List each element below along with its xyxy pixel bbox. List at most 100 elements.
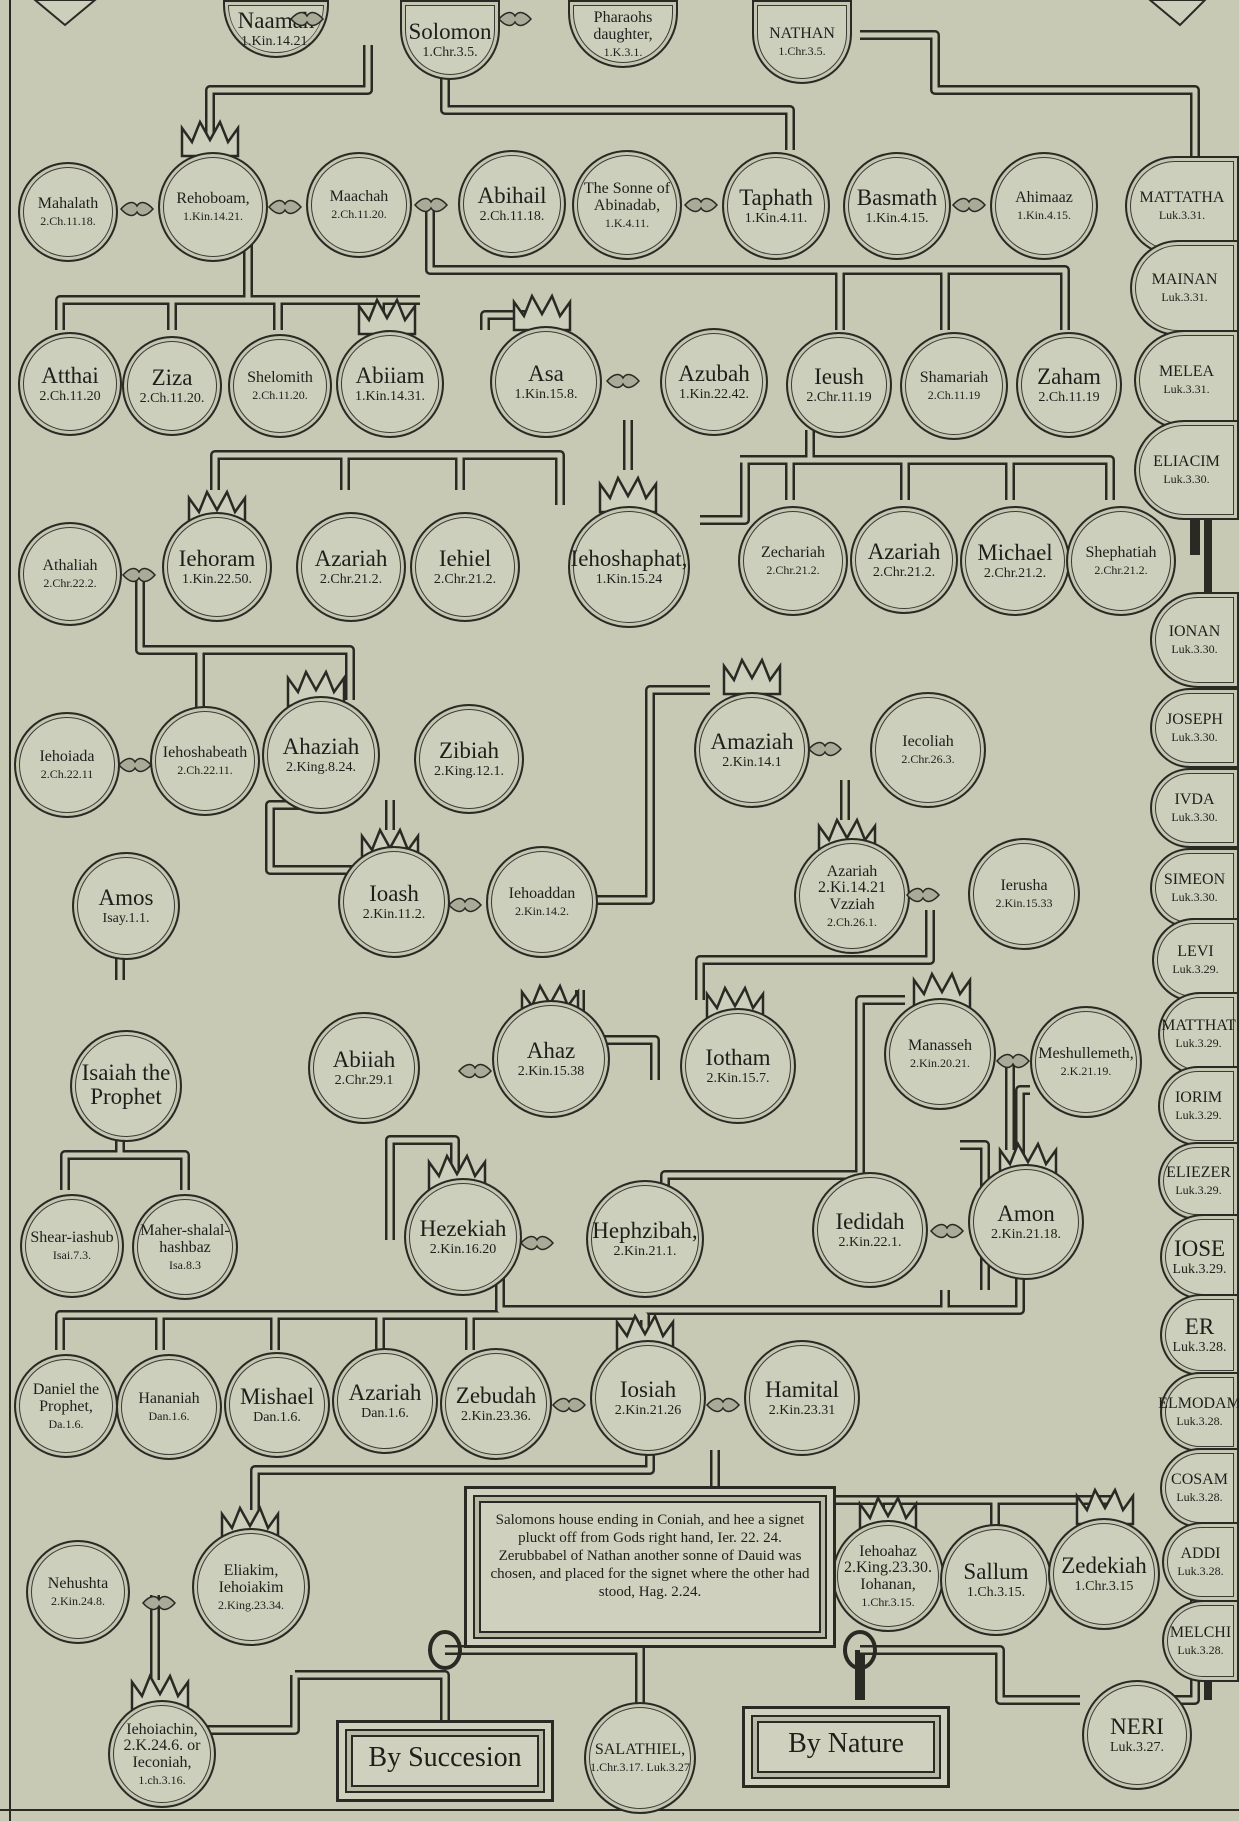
person-name: Azariah <box>867 538 941 564</box>
person-name: Ioash <box>369 880 419 906</box>
person-name: Isaiah the Prophet <box>81 1059 171 1109</box>
handshake-icon <box>684 197 718 213</box>
person-name: SALATHIEL, <box>594 1741 686 1759</box>
person-name: Maher-shalal-hashbaz <box>140 1221 230 1256</box>
person-name: MATTATHA <box>1139 189 1225 207</box>
handshake-icon <box>142 1595 176 1611</box>
person-reference: 2.Kin.24.8. <box>51 1594 105 1609</box>
person-name: ADDI <box>1180 1545 1221 1563</box>
person-name: NATHAN <box>769 25 835 43</box>
person-reference: 1.Chr.3.15 <box>1074 1578 1134 1594</box>
person-sonne-of-abinadab: The Sonne of Abinadab,1.K.4.11. <box>572 150 682 260</box>
person-reference: 2.Ch.11.20. <box>252 388 308 403</box>
crown-icon <box>722 657 782 696</box>
person-iehoshaphat: Iehoshaphat,1.Kin.15.24 <box>568 506 690 628</box>
person-name: MATTHAT <box>1161 1017 1236 1035</box>
person-name: Basmath <box>856 184 938 210</box>
person-name: JOSEPH <box>1166 711 1223 729</box>
person-reference: Luk.3.27. <box>1109 1739 1165 1755</box>
person-name: Hananiah <box>138 1390 200 1408</box>
person-reference: 2.Ch.11.20. <box>331 207 387 222</box>
person-name: Hephzibah, <box>592 1217 698 1243</box>
person-reference: 2.Chr.21.2. <box>1094 563 1148 578</box>
person-name: Hamital <box>764 1376 840 1402</box>
person-reference: 1.Kin.14.31. <box>355 388 425 404</box>
handshake-icon <box>930 1223 964 1239</box>
person-reference: 1.Kin.22.42. <box>679 386 749 402</box>
person-name: Zibiah <box>438 737 500 763</box>
handshake-icon <box>122 567 156 583</box>
person-name: Shear-iashub <box>30 1229 114 1247</box>
person-reference: 2.Ch.22.11. <box>177 763 233 778</box>
person-name: Rehoboam, <box>176 190 250 208</box>
handshake-icon <box>268 199 302 215</box>
person-reference: 1.Kin.4.15. <box>1017 208 1071 223</box>
person-name: Abiiah <box>332 1046 396 1072</box>
handshake-icon <box>520 1235 554 1251</box>
handshake-icon <box>706 1397 740 1413</box>
person-reference: 2.Chr.21.2. <box>319 571 383 587</box>
person-isaiah: Isaiah the Prophet <box>70 1030 182 1142</box>
person-reference: 2.Ch.11.18. <box>40 214 96 229</box>
person-reference: 2.Kin.14.1 <box>722 754 782 770</box>
note-box: Salomons house ending in Coniah, and hee… <box>464 1486 836 1648</box>
person-iehoahaz-iohanan: Iehoahaz 2.King.23.30. Iohanan,1.Chr.3.1… <box>832 1520 944 1632</box>
person-salathiel: SALATHIEL,1.Chr.3.17. Luk.3.27 <box>584 1702 696 1814</box>
person-reference: 2.Chr.21.2. <box>983 565 1047 581</box>
person-name: Zechariah <box>761 544 825 562</box>
person-name: Iehoram <box>178 545 256 571</box>
handshake-icon <box>906 887 940 903</box>
person-reference: 2.Kin.16.20 <box>429 1241 497 1257</box>
person-name: Iotham <box>705 1044 771 1070</box>
person-name: Daniel the Prophet, <box>32 1380 100 1415</box>
person-reference: 2.Ch.11.20. <box>139 390 205 406</box>
person-reference: 1.Chr.3.17. Luk.3.27 <box>590 1760 690 1775</box>
person-reference: 2.King.23.34. <box>218 1597 284 1612</box>
person-reference: 2.Kin.21.26 <box>614 1402 682 1418</box>
person-name: Ahaziah <box>282 733 360 759</box>
person-reference: 2.Chr.11.19 <box>806 389 872 405</box>
note-text: Salomons house ending in Coniah, and hee… <box>490 1512 810 1600</box>
person-name: Iehiel <box>438 545 492 571</box>
person-reference: Luk.3.29. <box>1175 1036 1222 1051</box>
person-name: Azariah 2.Ki.14.21 Vzziah <box>818 862 886 914</box>
person-name: The Sonne of Abinadab, <box>583 179 671 214</box>
person-reference: 2.Chr.21.2. <box>872 564 936 580</box>
person-name: Athaliah <box>42 557 98 575</box>
crown-icon <box>598 475 658 514</box>
person-reference: Luk.3.31. <box>1161 290 1208 305</box>
person-name: ELIEZER <box>1166 1164 1231 1182</box>
person-reference: 1.Kin.4.11. <box>744 210 808 226</box>
person-reference: 2.Ch.26.1. <box>826 914 877 929</box>
person-name: Atthai <box>41 362 99 388</box>
person-reference: Luk.3.30. <box>1163 472 1210 487</box>
person-reference: 2.King.8.24. <box>286 759 356 775</box>
person-name: Pharaohs daughter, <box>593 8 653 43</box>
person-reference: 1.Kin.4.15. <box>865 210 929 226</box>
person-reference: 2.Ch.22.11 <box>40 767 94 782</box>
